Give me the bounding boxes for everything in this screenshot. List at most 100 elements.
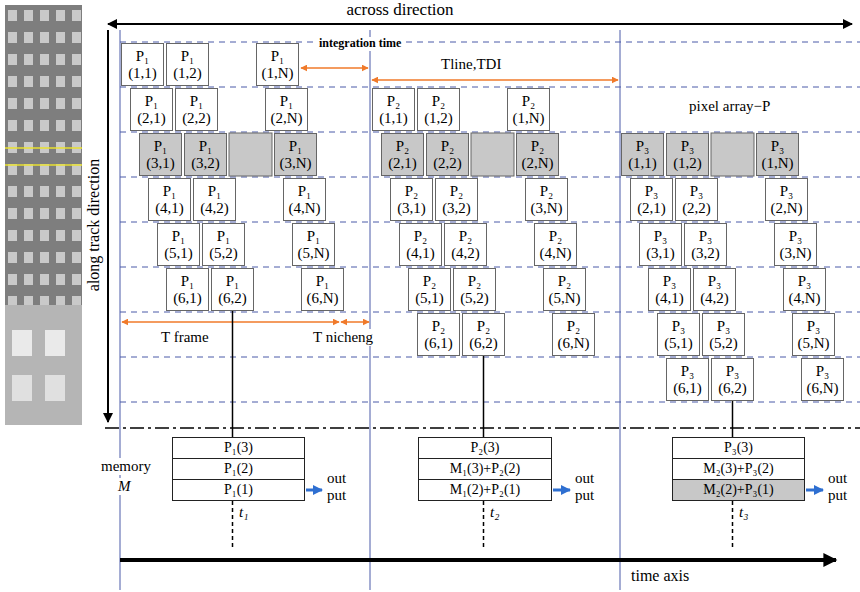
- grid-line: [370, 30, 371, 590]
- pixel-cell: P₃(1,2): [666, 133, 709, 176]
- memory-content: M₁(2)+P₂(1): [450, 481, 521, 499]
- pixel-cell: P₂(6,2): [462, 313, 505, 356]
- pixel-index: (6,2): [218, 290, 247, 307]
- building-photo: [5, 5, 82, 425]
- pixel-cell: P₂(5,1): [408, 268, 451, 311]
- timing-label: integration time: [318, 37, 402, 51]
- pixel-name: P₂: [450, 183, 464, 200]
- memory-symbol: M: [117, 478, 132, 495]
- pixel-index: (1,N): [261, 65, 293, 82]
- pixel-cell: P₂(5,N): [543, 268, 586, 311]
- pixel-index: (2,2): [682, 200, 711, 217]
- time-label: t₁: [238, 504, 249, 521]
- pixel-index: (5,2): [709, 335, 738, 352]
- pixel-cell: P₂(1,2): [417, 88, 460, 131]
- pixel-cell: P₃(3,1): [639, 223, 682, 266]
- pixel-cell: P₃(3,N): [774, 223, 817, 266]
- tnicheng-arrow: [341, 321, 369, 323]
- pixel-cell: P₁(5,N): [292, 223, 335, 266]
- empty-pixel: [711, 133, 754, 176]
- time-spans: [122, 68, 618, 322]
- pixel-name: P₂: [567, 318, 581, 335]
- pixel-index: (6,N): [557, 335, 589, 352]
- pixel-name: P₃: [717, 318, 731, 335]
- pixel-index: (5,N): [297, 245, 329, 262]
- empty-pixel: [471, 133, 514, 176]
- tline-arrow: [372, 79, 618, 81]
- pixel-cell: P₁(6,1): [166, 268, 209, 311]
- pixel-cell: P₂(1,N): [507, 88, 550, 131]
- pixel-name: P₂: [432, 318, 446, 335]
- pixel-name: P₂: [558, 273, 572, 290]
- pixel-index: (1,2): [424, 110, 453, 127]
- pixel-index: (1,1): [628, 155, 657, 172]
- pixel-index: (4,1): [155, 200, 184, 217]
- pixel-name: P₂: [405, 183, 419, 200]
- pixel-name: P₂: [396, 138, 410, 155]
- pixel-index: (2,N): [770, 200, 802, 217]
- memory-content: P₁(1): [224, 481, 253, 499]
- pixel-cell: P₂(4,2): [444, 223, 487, 266]
- time-axis-arrow: [120, 558, 836, 562]
- row-line: [120, 42, 860, 43]
- pixel-cell: P₃(4,N): [783, 268, 826, 311]
- pixel-index: (3,2): [191, 155, 220, 172]
- pixel-cell: P₂(6,N): [552, 313, 595, 356]
- pixel-name: P₁: [271, 48, 285, 65]
- pixel-name: P₁: [199, 138, 213, 155]
- readout-line: [483, 356, 485, 437]
- pixel-name: P₃: [672, 318, 686, 335]
- pixel-cell: P₂(2,N): [516, 133, 559, 176]
- pixel-cell: P₂(2,1): [381, 133, 424, 176]
- pixel-cell: P₃(6,1): [666, 358, 709, 401]
- pixel-cell: P₁(4,N): [283, 178, 326, 221]
- pixel-index: (5,2): [460, 290, 489, 307]
- pixel-name: P₂: [522, 93, 536, 110]
- pixel-name: P₁: [280, 93, 294, 110]
- pixel-cell: P₃(2,N): [765, 178, 808, 221]
- pixel-name: P₂: [531, 138, 545, 155]
- memory-content: M₁(3)+P₂(2): [450, 460, 521, 478]
- pixel-index: (6,1): [424, 335, 453, 352]
- pixel-name: P₁: [208, 183, 222, 200]
- pixel-index: (2,N): [521, 155, 553, 172]
- pixel-cell: P₁(2,1): [130, 88, 173, 131]
- pixel-cell: P₁(2,2): [175, 88, 218, 131]
- output-label: out put: [574, 470, 595, 504]
- pixel-index: (6,N): [306, 290, 338, 307]
- memory-row: P₂(3): [418, 437, 552, 459]
- pixel-index: (1,N): [512, 110, 544, 127]
- output-arrow: [806, 489, 823, 492]
- memory-label: memory: [100, 458, 152, 475]
- time-tick: [483, 501, 485, 548]
- pixel-name: P₁: [181, 48, 195, 65]
- pixel-name: P₂: [432, 93, 446, 110]
- pixel-index: (2,1): [388, 155, 417, 172]
- pixel-index: (2,1): [137, 110, 166, 127]
- axis-label: time axis: [630, 567, 690, 585]
- memory-row: M₁(2)+P₂(1): [418, 479, 552, 501]
- empty-pixel: [229, 133, 272, 176]
- pixel-index: (1,1): [128, 65, 157, 82]
- pixel-index: (2,2): [433, 155, 462, 172]
- pixel-cell: P₃(2,2): [675, 178, 718, 221]
- pixel-cell: P₃(5,N): [792, 313, 835, 356]
- pixel-name: P₂: [540, 183, 554, 200]
- time-label: t₂: [489, 504, 500, 521]
- pixel-index: (3,1): [646, 245, 675, 262]
- memory-row: P₁(3): [172, 437, 305, 459]
- pixel-cell: P₂(6,1): [417, 313, 460, 356]
- pixel-name: P₃: [708, 273, 722, 290]
- pixel-index: (4,N): [288, 200, 320, 217]
- pixel-name: P₃: [681, 363, 695, 380]
- pixel-name: P₃: [654, 228, 668, 245]
- photo-window: [12, 375, 32, 401]
- pixel-name: P₁: [145, 93, 159, 110]
- pixel-name: P₃: [807, 318, 821, 335]
- pixel-name: P₂: [441, 138, 455, 155]
- yellow-marker: [5, 164, 82, 166]
- pixel-index: (3,N): [779, 245, 811, 262]
- pixel-cell: P₂(1,1): [372, 88, 415, 131]
- pixel-index: (5,N): [797, 335, 829, 352]
